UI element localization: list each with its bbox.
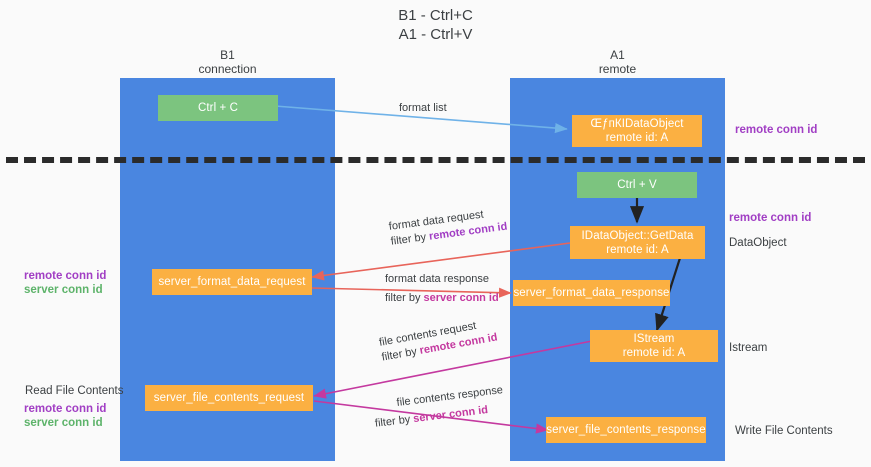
node-idataobject-line2: remote id: A	[605, 132, 669, 144]
column-header-a1-name: A1	[610, 48, 625, 62]
edge-label-file-contents-response-filter-prefix: filter by	[374, 413, 415, 430]
node-getdata-line2: remote id: A	[606, 243, 669, 256]
edge-label-format-data-request-filter-prefix: filter by	[390, 230, 430, 248]
edge-label-format-list: format list	[399, 101, 447, 116]
node-server-file-contents-request[interactable]: server_file_contents_request	[145, 385, 313, 411]
annotation-write-file-contents: Write File Contents	[735, 425, 833, 437]
annotation-read-file-contents: Read File Contents	[25, 385, 124, 397]
edge-label-format-data-request: format data request filter by remote con…	[388, 205, 508, 250]
node-server-format-data-request-label: server_format_data_request	[158, 276, 306, 288]
node-ctrl-c-label: Ctrl + C	[197, 102, 239, 114]
edge-label-file-contents-request: file contents request filter by remote c…	[378, 316, 499, 366]
node-istream[interactable]: IStream remote id: A	[590, 330, 718, 362]
annotation-left-server-conn-id-2: server conn id	[24, 417, 103, 429]
node-ctrl-c[interactable]: Ctrl + C	[158, 95, 278, 121]
annotation-istream: Istream	[729, 342, 768, 354]
column-header-a1: A1 remote	[510, 48, 725, 76]
node-idataobject-line1: ŒƒпКIDataObject	[590, 118, 684, 130]
node-server-format-data-request[interactable]: server_format_data_request	[152, 269, 312, 295]
node-idataobject-getdata[interactable]: IDataObject::GetData remote id: A	[570, 226, 705, 259]
column-header-b1-name: B1	[220, 48, 235, 62]
node-server-format-data-response-label: server_format_data_response	[513, 287, 670, 299]
diagram-title: B1 - Ctrl+C A1 - Ctrl+V	[0, 6, 871, 44]
annotation-dataobject: DataObject	[729, 237, 787, 249]
node-istream-line2: remote id: A	[622, 347, 686, 359]
edge-label-format-data-response-filter-key: server conn id	[423, 292, 499, 304]
node-server-file-contents-response[interactable]: server_file_contents_response	[546, 417, 706, 443]
edge-label-format-list-text: format list	[399, 102, 447, 114]
column-header-a1-subtitle: remote	[598, 62, 637, 76]
node-ctrl-v[interactable]: Ctrl + V	[577, 172, 697, 198]
node-server-file-contents-response-label: server_file_contents_response	[546, 424, 706, 436]
node-getdata-line1: IDataObject::GetData	[581, 229, 694, 242]
node-idataobject[interactable]: ŒƒпКIDataObject remote id: A	[572, 115, 702, 147]
node-istream-line1: IStream	[633, 333, 675, 345]
annotation-left-server-conn-id: server conn id	[24, 284, 103, 296]
column-header-b1-subtitle: connection	[198, 62, 257, 76]
edge-label-format-data-response-filter-prefix: filter by	[385, 292, 424, 304]
section-divider	[6, 157, 865, 163]
title-line-2: A1 - Ctrl+V	[398, 26, 473, 43]
title-line-1: B1 - Ctrl+C	[398, 7, 473, 24]
edge-label-file-contents-response: file contents response filter by server …	[372, 383, 506, 432]
edge-label-format-data-response: format data response filter by server co…	[385, 272, 499, 306]
node-server-file-contents-request-label: server_file_contents_request	[153, 392, 305, 404]
annotation-remote-conn-id-mid: remote conn id	[729, 212, 812, 224]
annotation-left-remote-conn-id-2: remote conn id	[24, 403, 107, 415]
annotation-remote-conn-id-top: remote conn id	[735, 124, 818, 136]
node-server-format-data-response[interactable]: server_format_data_response	[513, 280, 670, 306]
edge-label-format-data-response-text: format data response	[385, 273, 489, 285]
node-ctrl-v-label: Ctrl + V	[617, 179, 657, 191]
annotation-left-remote-conn-id: remote conn id	[24, 270, 107, 282]
column-header-b1: B1 connection	[120, 48, 335, 76]
